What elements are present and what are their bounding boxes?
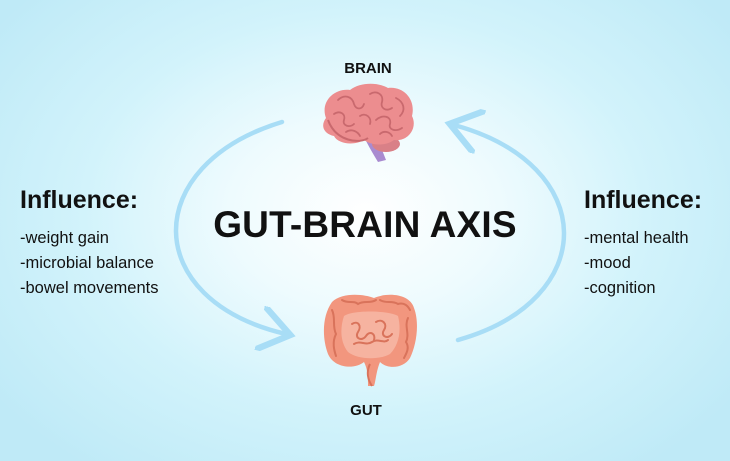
gut-label: GUT xyxy=(350,402,382,419)
left-arrow-brain-to-gut xyxy=(173,119,286,334)
right-influence-item: -mental health xyxy=(584,229,689,247)
brain-label: BRAIN xyxy=(344,60,392,77)
left-influence-item: -microbial balance xyxy=(20,254,154,272)
right-influence-item: -cognition xyxy=(584,279,656,297)
right-influence-item: -mood xyxy=(584,254,631,272)
right-influence-panel: Influence: -mental health -mood -cogniti… xyxy=(584,186,702,301)
left-influence-heading: Influence: xyxy=(20,186,139,214)
intestine-icon xyxy=(323,294,417,387)
left-influence-panel: Influence: -weight gain -microbial balan… xyxy=(20,186,158,301)
right-arrow-gut-to-brain xyxy=(454,125,567,343)
left-influence-item: -bowel movements xyxy=(20,279,159,297)
left-influence-item: -weight gain xyxy=(20,229,109,247)
diagram-title: GUT-BRAIN AXIS xyxy=(213,204,517,245)
brain-icon xyxy=(323,83,414,162)
right-influence-heading: Influence: xyxy=(584,186,703,214)
